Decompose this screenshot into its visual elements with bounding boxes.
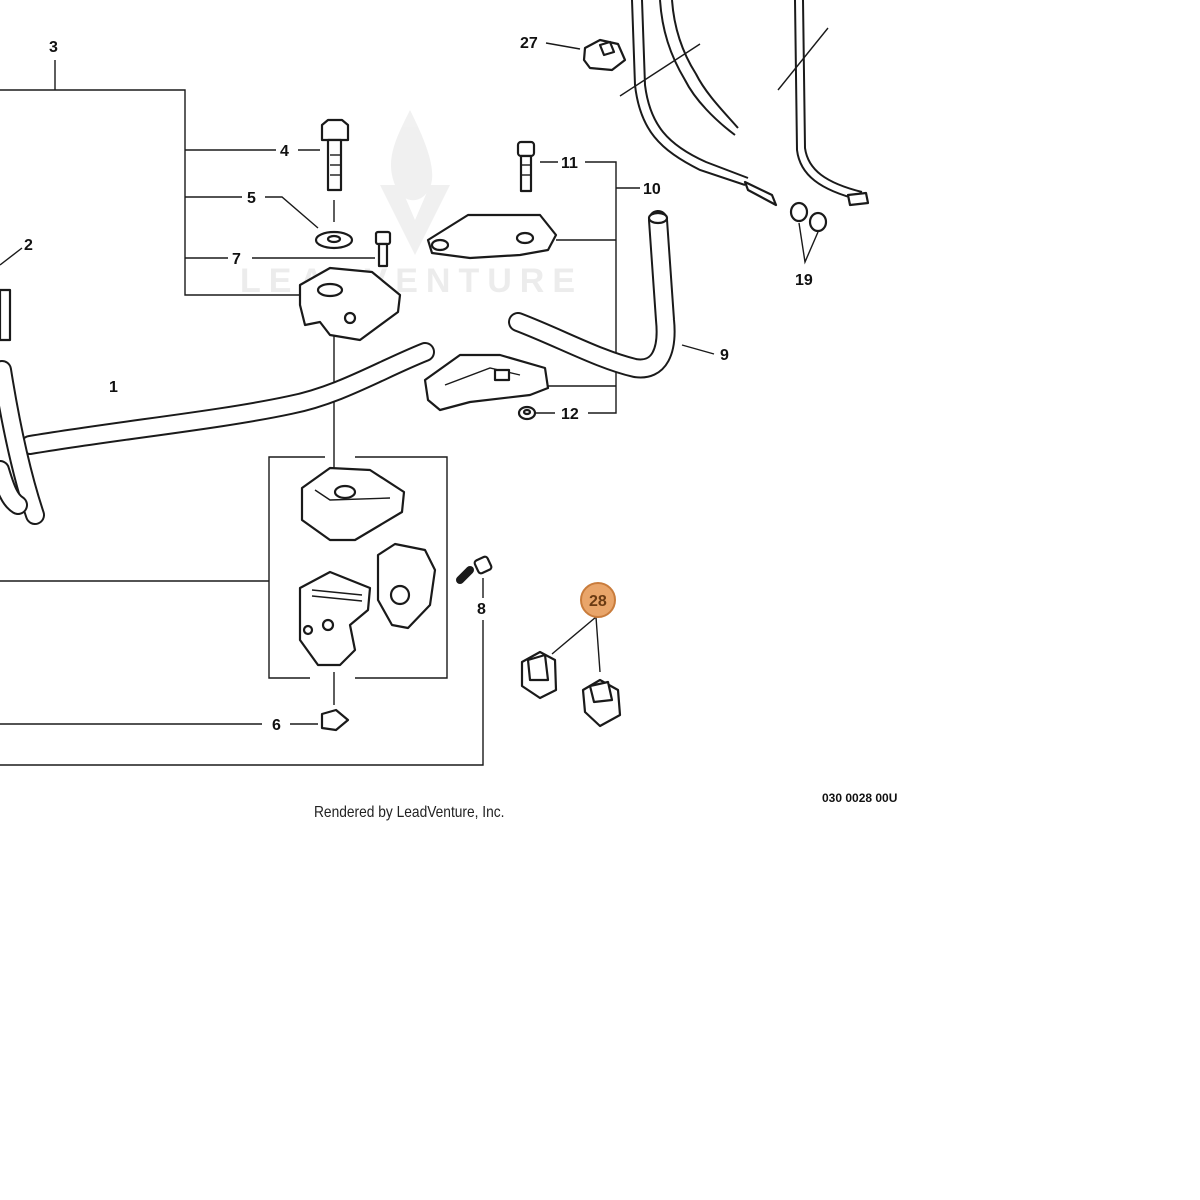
diagram-code: 030 0028 00U [822,791,898,805]
callout-1[interactable]: 1 [109,379,118,396]
callout-12[interactable]: 12 [561,406,579,423]
clamps-28[interactable] [520,615,622,728]
callout-5[interactable]: 5 [247,190,256,207]
watermark-text: LEADVENTURE [240,262,584,300]
bolt-4[interactable] [320,118,350,222]
washer-5[interactable] [314,230,354,250]
ferrules-19[interactable] [789,201,828,265]
screw-11[interactable] [516,140,536,193]
handle-grip[interactable] [508,210,715,379]
highlight-circle-28[interactable] [580,582,616,618]
callout-10[interactable]: 10 [643,181,661,198]
callout-2[interactable]: 2 [24,237,33,254]
callout-7[interactable]: 7 [232,251,241,268]
group-10-bracket [536,161,640,414]
callout-28[interactable]: 28 [589,593,607,610]
callout-19[interactable]: 19 [795,272,813,289]
cable-clip-27[interactable] [545,38,627,72]
nut-12[interactable] [517,405,537,421]
screw-7[interactable] [374,230,392,268]
clamp-shell[interactable] [376,542,437,630]
watermark-logo [380,110,450,255]
clamp-top-half[interactable] [300,466,406,542]
callout-9[interactable]: 9 [720,347,729,364]
callout-6[interactable]: 6 [272,717,281,734]
callout-8[interactable]: 8 [477,601,486,618]
callout-4[interactable]: 4 [280,143,289,160]
group-3-bracket [0,60,375,296]
callout-27[interactable]: 27 [520,35,538,52]
upper-clamp-block[interactable] [298,266,402,342]
handle-clamp-upper[interactable] [426,213,558,260]
frame-loop[interactable] [0,247,45,525]
clamp-box [0,312,484,766]
clamp-base[interactable] [298,570,372,667]
screw-8[interactable] [456,555,493,598]
handle-clamp-lower[interactable] [423,353,550,412]
credit-text: Rendered by LeadVenture, Inc. [314,804,505,821]
control-cables[interactable] [619,0,870,207]
callout-11[interactable]: 11 [561,155,578,172]
callout-labels: 3 4 5 7 2 1 27 11 10 9 12 19 8 6 28 [24,35,813,734]
callout-3[interactable]: 3 [49,39,58,56]
nut-6[interactable] [320,708,350,732]
handlebar-tube[interactable] [20,342,435,455]
